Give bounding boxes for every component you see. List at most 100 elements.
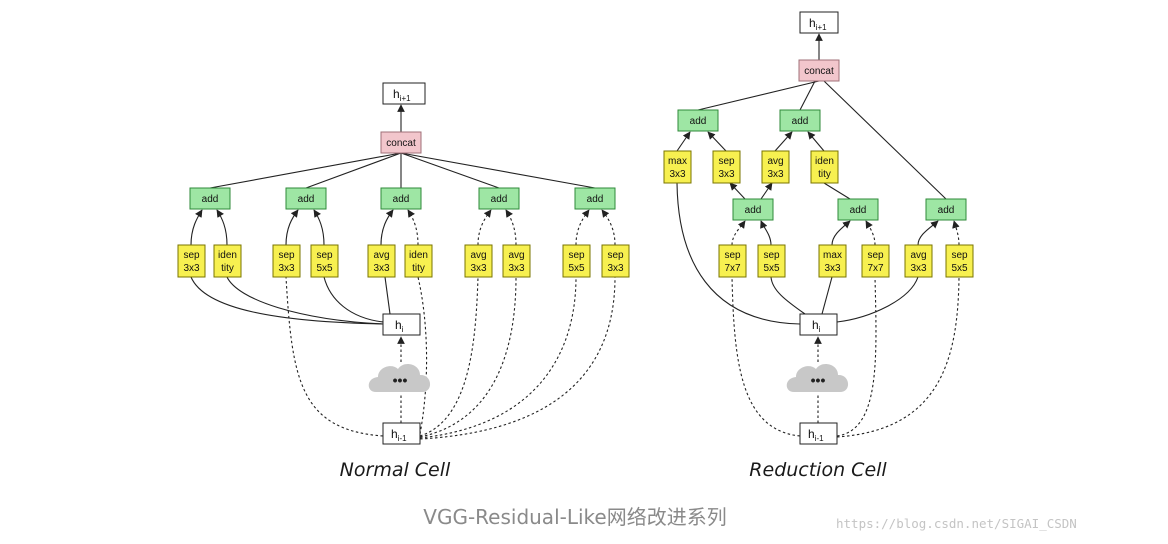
reduction-edge-hi-op <box>676 182 801 325</box>
normal-edge-add-concat <box>305 152 402 189</box>
svg-text:5x5: 5x5 <box>763 263 780 274</box>
svg-text:7x7: 7x7 <box>867 263 884 274</box>
svg-text:add: add <box>792 116 809 127</box>
normal-edge-prev-op <box>419 276 616 440</box>
normal-edge-op-add <box>601 209 616 246</box>
svg-text:sep: sep <box>568 250 585 261</box>
normal-edge-hi-op <box>190 276 384 325</box>
reduction-edge-hi-op <box>770 276 806 315</box>
svg-text:concat: concat <box>804 66 834 77</box>
svg-text:•••: ••• <box>393 372 408 388</box>
normal-edge-hi-op <box>323 276 384 323</box>
reduction-edge-hi-op <box>821 276 833 315</box>
reduction-edge-add-op <box>729 182 746 200</box>
normal-edge-prev-op <box>417 276 428 435</box>
reduction-cell-caption: Reduction Cell <box>749 459 887 481</box>
svg-text:avg: avg <box>767 156 783 167</box>
reduction-edge-op-add <box>952 220 960 246</box>
svg-text:•••: ••• <box>811 372 826 388</box>
normal-add-node: add <box>380 187 422 210</box>
reduction-current-node: hi <box>799 313 838 336</box>
svg-text:hi: hi <box>395 318 404 334</box>
reduction-edge-op-add <box>823 182 851 200</box>
reduction-edge-op-add <box>807 131 825 152</box>
normal-op-node: avg 3x3 <box>367 244 396 278</box>
svg-text:hi-1: hi-1 <box>391 427 407 443</box>
normal-edge-op-add <box>380 209 394 246</box>
svg-text:add: add <box>938 205 955 216</box>
svg-text:max: max <box>823 250 842 261</box>
svg-text:iden: iden <box>815 156 834 167</box>
normal-edge-hi-op <box>384 276 391 315</box>
reduction-concat-node: concat <box>798 59 840 82</box>
normal-edge-hi-op <box>226 276 384 325</box>
svg-text:iden: iden <box>409 250 428 261</box>
edges-layer <box>190 33 960 440</box>
reduction-edge-prev-op <box>731 276 801 437</box>
reduction-add-node: add <box>677 109 719 132</box>
normal-add-node: add <box>574 187 616 210</box>
normal-edge-prev-op <box>419 276 479 437</box>
svg-text:add: add <box>491 194 508 205</box>
normal-op-node: iden tity <box>404 244 433 278</box>
reduction-edge-prev-op <box>836 276 960 438</box>
reduction-edge-op-add <box>865 220 876 246</box>
svg-text:3x3: 3x3 <box>607 263 624 274</box>
reduction-bottom-op-node: max 3x3 <box>818 244 847 278</box>
normal-cell-caption: Normal Cell <box>340 459 451 481</box>
normal-edge-op-add <box>216 209 228 246</box>
normal-op-node: sep 5x5 <box>310 244 339 278</box>
svg-text:tity: tity <box>221 263 234 274</box>
svg-text:add: add <box>298 194 315 205</box>
normal-add-node: add <box>285 187 327 210</box>
svg-text:avg: avg <box>373 250 389 261</box>
reduction-edge-add-concat <box>823 80 947 200</box>
svg-text:5x5: 5x5 <box>568 263 585 274</box>
svg-text:3x3: 3x3 <box>373 263 390 274</box>
svg-text:add: add <box>393 194 410 205</box>
normal-edge-op-add <box>313 209 325 246</box>
svg-text:max: max <box>668 156 687 167</box>
reduction-bottom-op-node: sep 7x7 <box>861 244 890 278</box>
reduction-output-node: hi+1 <box>799 11 839 34</box>
normal-edge-prev-op <box>285 276 384 437</box>
svg-text:add: add <box>202 194 219 205</box>
reduction-edge-op-add <box>831 220 851 246</box>
normal-edge-op-add <box>190 209 203 246</box>
svg-text:3x3: 3x3 <box>824 263 841 274</box>
svg-text:7x7: 7x7 <box>724 263 741 274</box>
normal-cloud-icon: ••• <box>368 364 431 392</box>
normal-edge-op-add <box>285 209 299 246</box>
svg-text:sep: sep <box>718 156 735 167</box>
svg-text:3x3: 3x3 <box>278 263 295 274</box>
reduction-cell: hi+1 concat add add max 3x3 sep 3x3 avg3x3… <box>663 11 974 481</box>
svg-text:5x5: 5x5 <box>951 263 968 274</box>
svg-text:add: add <box>587 194 604 205</box>
svg-text:5x5: 5x5 <box>316 263 333 274</box>
svg-text:3x3: 3x3 <box>508 263 525 274</box>
svg-text:3x3: 3x3 <box>470 263 487 274</box>
svg-text:add: add <box>850 205 867 216</box>
normal-edge-prev-op <box>419 276 517 438</box>
svg-text:sep: sep <box>867 250 884 261</box>
normal-previous-node: hi-1 <box>382 422 421 445</box>
normal-concat-node: concat <box>380 131 422 154</box>
svg-text:sep: sep <box>316 250 333 261</box>
normal-edge-add-concat <box>400 152 596 189</box>
reduction-edge-hi-op <box>836 276 919 323</box>
svg-text:tity: tity <box>412 263 425 274</box>
reduction-edge-op-add <box>731 220 746 246</box>
reduction-add-node: add <box>779 109 821 132</box>
svg-text:iden: iden <box>218 250 237 261</box>
reduction-edge-op-add <box>917 220 939 246</box>
